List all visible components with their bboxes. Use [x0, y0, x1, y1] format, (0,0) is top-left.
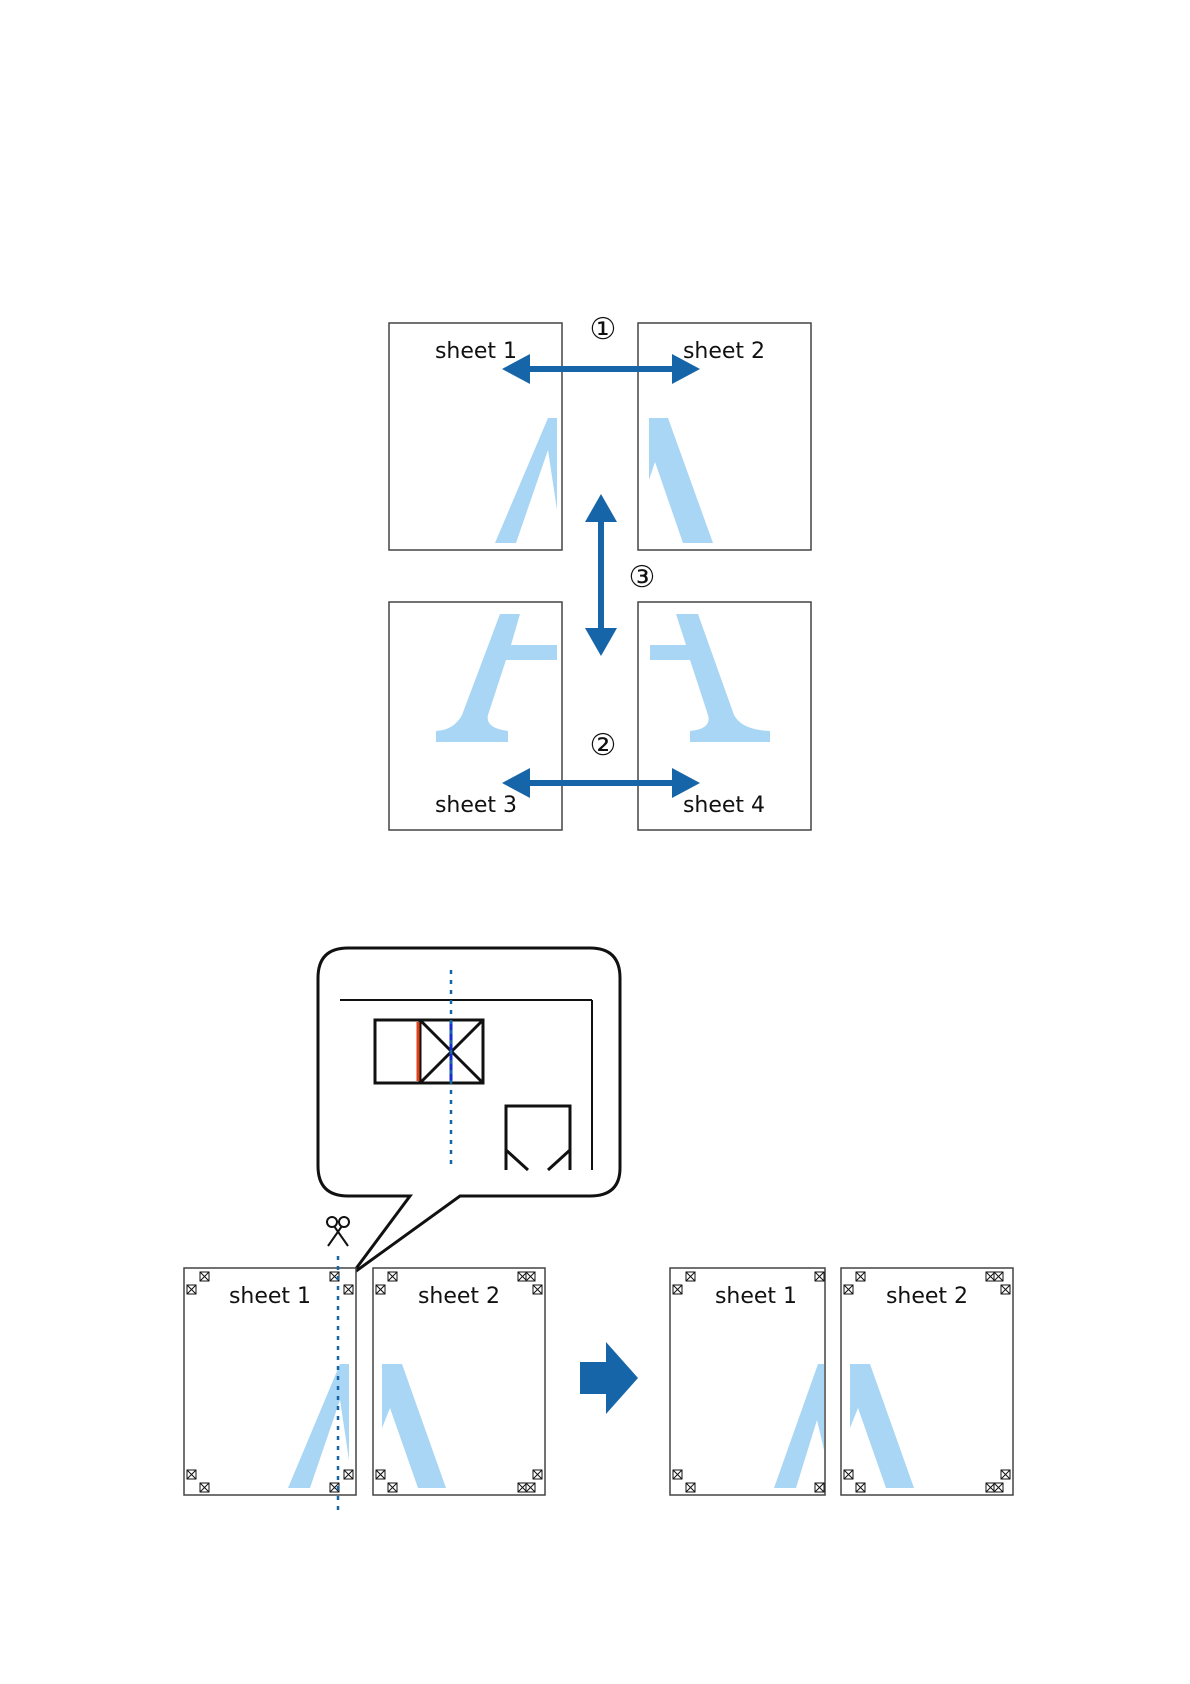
sheet-3-label: sheet 3 [435, 793, 517, 818]
step-3-number: ③ [629, 560, 656, 595]
registration-mark-icon [375, 1020, 483, 1083]
scissors-icon [327, 1217, 349, 1246]
sheet-3-panel: sheet 3 [389, 602, 562, 830]
step-1-number: ① [590, 312, 617, 347]
step-2-number: ② [590, 728, 617, 763]
sheet-2-label: sheet 2 [683, 339, 765, 364]
top-diagram: sheet 1 sheet 2 sheet 3 sheet 4 ① ③ ② [389, 312, 811, 830]
after-sheet-1-label: sheet 1 [715, 1284, 797, 1309]
before-sheet-1-label: sheet 1 [229, 1284, 311, 1309]
sheet-2-panel: sheet 2 [638, 323, 811, 550]
before-sheet-2-panel: sheet 2 [373, 1268, 545, 1495]
bottom-diagram: sheet 1 sheet 2 [184, 948, 1013, 1512]
after-sheet-2-panel: sheet 2 [841, 1268, 1013, 1495]
right-arrow-icon [580, 1342, 638, 1414]
after-sheet-1-panel: sheet 1 [670, 1268, 825, 1495]
before-sheet-1-panel: sheet 1 [184, 1256, 356, 1512]
zoom-callout [318, 948, 620, 1274]
sheet-4-panel: sheet 4 [638, 602, 811, 830]
sheet-1-label: sheet 1 [435, 339, 517, 364]
double-arrow-vertical-icon [585, 494, 617, 656]
after-sheet-2-label: sheet 2 [886, 1284, 968, 1309]
sheet-4-label: sheet 4 [683, 793, 765, 818]
sheet-1-panel: sheet 1 [389, 323, 562, 550]
before-sheet-2-label: sheet 2 [418, 1284, 500, 1309]
